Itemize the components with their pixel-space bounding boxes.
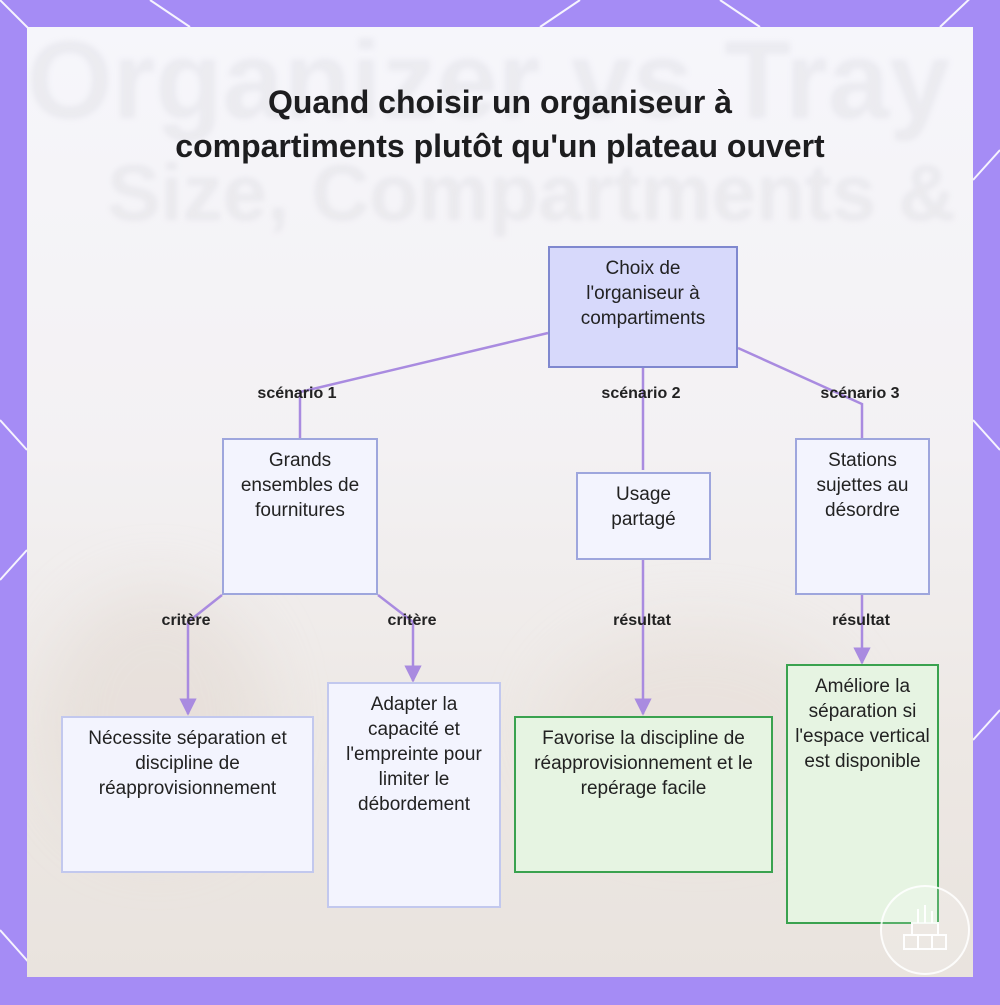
node-resultat-3: Améliore la séparation si l'espace verti… <box>786 664 939 924</box>
node-scenario-2-text: Usage partagé <box>611 484 676 530</box>
node-scenario-1: Grands ensembles de fournitures <box>222 438 378 595</box>
node-root-text: Choix de l'organiseur à compartiments <box>580 258 706 329</box>
edge-label-scenario-3: scénario 3 <box>820 385 900 402</box>
node-critere-2: Adapter la capacité et l'empreinte pour … <box>327 682 501 908</box>
edge-label-scenario-1: scénario 1 <box>257 385 337 402</box>
node-root: Choix de l'organiseur à compartiments <box>548 246 738 368</box>
edge-root-s1 <box>298 331 549 438</box>
node-resultat-3-text: Améliore la séparation si l'espace verti… <box>795 676 930 772</box>
node-scenario-2: Usage partagé <box>576 472 711 560</box>
diagram-title: Quand choisir un organiseur à compartime… <box>175 84 825 164</box>
node-scenario-1-text: Grands ensembles de fournitures <box>240 450 360 521</box>
node-resultat-2-text: Favorise la discipline de réapprovisionn… <box>534 728 753 799</box>
brand-logo <box>880 885 970 975</box>
node-scenario-3-text: Stations sujettes au désordre <box>816 450 909 521</box>
stacked-boxes-icon <box>903 905 947 950</box>
edge-label-critere-2: critère <box>387 612 437 629</box>
node-critere-2-text: Adapter la capacité et l'empreinte pour … <box>346 694 482 815</box>
node-critere-1-text: Nécessite séparation et discipline de ré… <box>88 728 287 799</box>
edge-label-resultat-3: résultat <box>832 612 890 629</box>
background-ghost-text-1: Organizer vs Tray <box>27 27 951 142</box>
edge-label-critere-1: critère <box>161 612 211 629</box>
edge-root-s3 <box>737 346 864 438</box>
background-ghost-text-2: Size, Compartments & Daily A <box>107 148 973 237</box>
edge-label-resultat-2: résultat <box>613 612 671 629</box>
edge-s1-c1 <box>179 594 223 716</box>
node-scenario-3: Stations sujettes au désordre <box>795 438 930 595</box>
edge-s1-c2 <box>377 594 422 683</box>
edge-label-scenario-2: scénario 2 <box>601 385 681 402</box>
node-critere-1: Nécessite séparation et discipline de ré… <box>61 716 314 873</box>
node-resultat-2: Favorise la discipline de réapprovisionn… <box>514 716 773 873</box>
